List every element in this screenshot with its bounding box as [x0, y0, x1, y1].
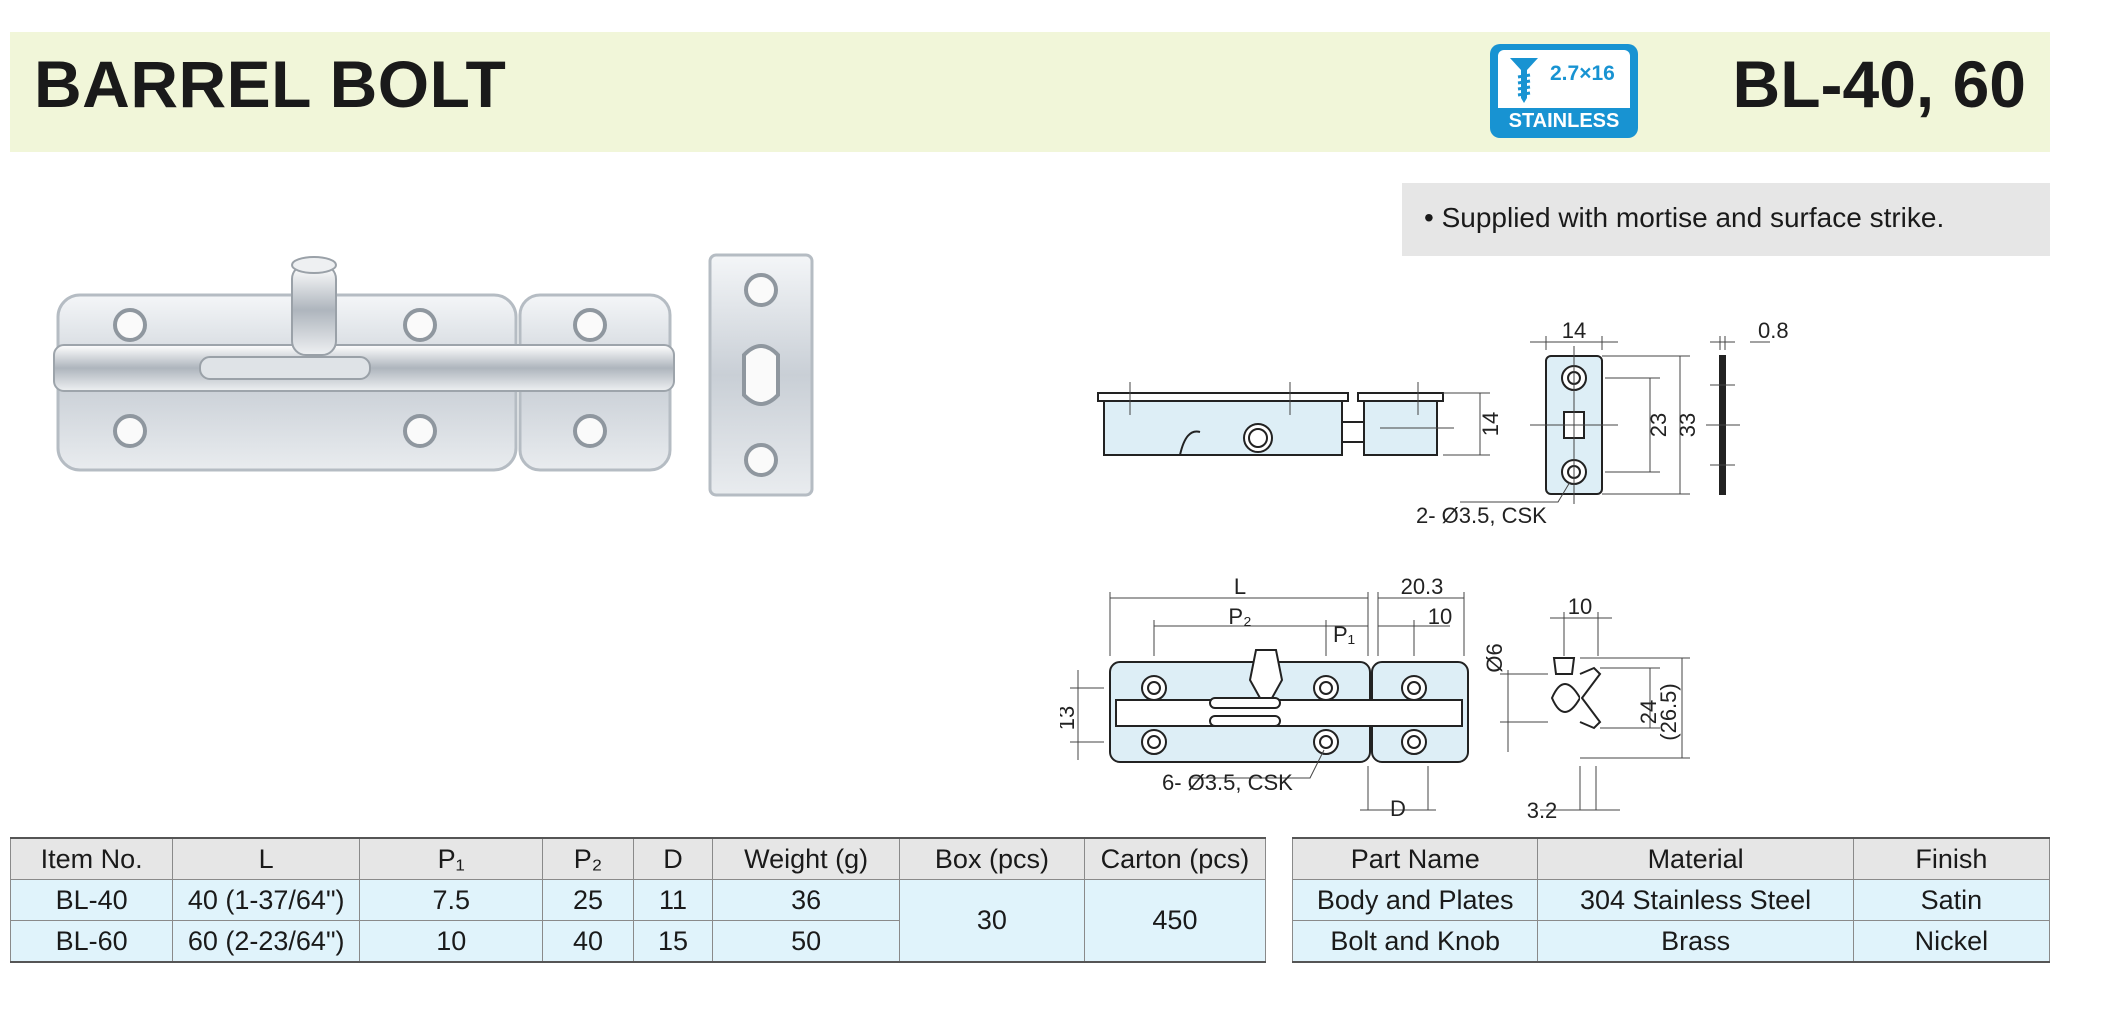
technical-drawing-top: 14 0.8 14 23 33 2- Ø3.5, CSK [1097, 318, 1789, 528]
table-header-row: Item No. L P₁ P₂ D Weight (g) Box (pcs) … [9, 837, 1267, 880]
cell-box: 30 [899, 879, 1085, 963]
cell-d: 11 [632, 879, 714, 921]
cell-d: 15 [632, 920, 714, 963]
cell-weight: 36 [712, 879, 900, 921]
cell-p2: 25 [542, 879, 634, 921]
header-band: BARREL BOLT 2.7×16 STAINLESS BL-40, 60 [10, 32, 2050, 152]
col-box: Box (pcs) [899, 837, 1085, 880]
dim-24: 24 [1636, 700, 1661, 724]
cell-l: 40 (1-37/64") [172, 879, 361, 921]
cell-item: BL-40 [9, 879, 174, 921]
dim-3-2: 3.2 [1527, 798, 1558, 823]
dim-13: 13 [1060, 706, 1079, 730]
bolt-body-photo [53, 256, 675, 472]
cell-material: Brass [1537, 920, 1854, 963]
dim-33: 33 [1675, 413, 1700, 437]
dim-L: L [1234, 574, 1246, 599]
table-row: BL-40 40 (1-37/64") 7.5 25 11 36 30 450 [9, 879, 1267, 963]
cell-finish: Nickel [1852, 920, 2051, 963]
cell-p1: 7.5 [359, 879, 544, 921]
technical-drawing-bottom: L 20.3 P₂ P₁ 10 13 6- Ø3.5, CSK D 10 Ø6 … [1060, 574, 1690, 823]
dim-10-top: 10 [1428, 604, 1452, 629]
hole-callout-bottom: 6- Ø3.5, CSK [1162, 770, 1293, 795]
dim-P1: P₁ [1333, 622, 1355, 647]
col-p2: P₂ [542, 837, 634, 880]
cell-carton: 450 [1083, 879, 1267, 963]
dim-0-8: 0.8 [1758, 318, 1789, 343]
page-title: BARREL BOLT [34, 47, 507, 121]
hole-callout-top: 2- Ø3.5, CSK [1416, 503, 1547, 528]
cell-finish: Satin [1852, 879, 2051, 921]
product-photo [53, 253, 814, 497]
col-part-name: Part Name [1291, 837, 1539, 880]
dim-23: 23 [1646, 413, 1671, 437]
table-row: BL-60 60 (2-23/64") 10 40 15 50 [9, 920, 1266, 963]
cell-part: Bolt and Knob [1291, 920, 1539, 963]
cell-p1: 10 [359, 920, 544, 963]
dim-dia-6: Ø6 [1482, 643, 1507, 672]
col-carton: Carton (pcs) [1083, 837, 1267, 880]
model-number: BL-40, 60 [1732, 47, 2026, 121]
cell-material: 304 Stainless Steel [1537, 879, 1854, 921]
col-p1: P₁ [359, 837, 544, 880]
table-row: Body and Plates 304 Stainless Steel Sati… [1291, 879, 2051, 921]
dim-P2: P₂ [1228, 604, 1251, 629]
dim-D: D [1390, 796, 1406, 821]
cell-l: 60 (2-23/64") [172, 920, 361, 963]
dim-14-top: 14 [1562, 318, 1586, 343]
feature-note: • Supplied with mortise and surface stri… [1424, 202, 1945, 233]
table-header-row: Part Name Material Finish [1291, 837, 2051, 880]
cell-weight: 50 [712, 920, 900, 963]
parts-material-table: Part Name Material Finish Body and Plate… [1291, 837, 2051, 963]
strike-plate-photo [708, 253, 814, 497]
dim-10-end: 10 [1568, 594, 1592, 619]
cell-part: Body and Plates [1291, 879, 1539, 921]
dim-20-3: 20.3 [1401, 574, 1444, 599]
badge-screw-size: 2.7×16 [1550, 62, 1615, 85]
col-material: Material [1537, 837, 1854, 880]
stainless-screw-badge: 2.7×16 STAINLESS [1490, 44, 1638, 138]
screw-icon [1510, 58, 1538, 103]
col-l: L [172, 837, 361, 880]
cell-p2: 40 [542, 920, 634, 963]
dim-26-5: (26.5) [1656, 683, 1681, 740]
badge-material: STAINLESS [1508, 110, 1620, 132]
col-finish: Finish [1852, 837, 2051, 880]
item-spec-table: Item No. L P₁ P₂ D Weight (g) Box (pcs) … [9, 837, 1267, 963]
cell-item: BL-60 [9, 920, 174, 963]
col-d: D [632, 837, 714, 880]
note-box: • Supplied with mortise and surface stri… [1402, 183, 2050, 256]
col-weight: Weight (g) [712, 837, 900, 880]
col-item-no: Item No. [9, 837, 174, 880]
dim-14-side: 14 [1478, 412, 1503, 436]
table-row: Bolt and Knob Brass Nickel [1291, 920, 2051, 963]
